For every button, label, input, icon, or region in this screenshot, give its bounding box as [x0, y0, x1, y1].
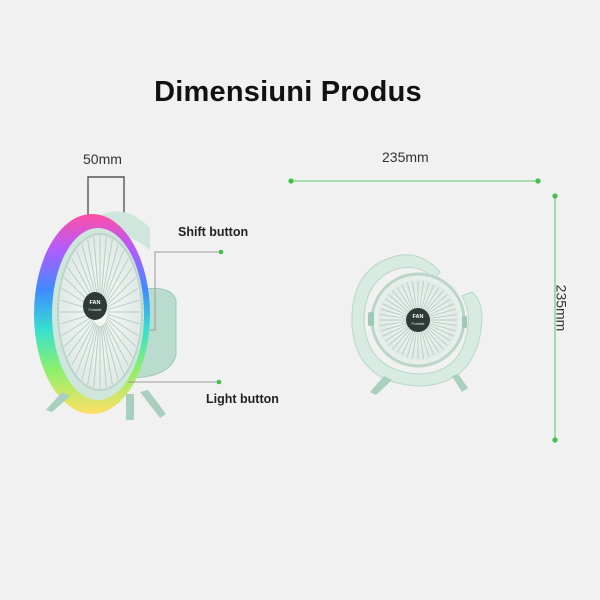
width-dimension-label: 235mm — [382, 149, 429, 165]
depth-dimension-label: 50mm — [83, 151, 122, 167]
light-button-callout: Light button — [206, 392, 279, 406]
callout-lines — [128, 249, 224, 385]
front-fan-badge-bottom: Portable — [411, 322, 424, 326]
fan-front-view: FAN Portable — [351, 254, 483, 395]
side-fan-badge-bottom: Portable — [88, 308, 101, 312]
page-title: Dimensiuni Produs — [154, 76, 422, 108]
side-fan-badge-top: FAN — [90, 300, 101, 306]
shift-button-callout: Shift button — [178, 225, 249, 239]
height-measure-line — [552, 193, 558, 443]
front-fan-badge-top: FAN — [413, 314, 424, 320]
height-dimension-label: 235mm — [553, 284, 570, 332]
width-measure-line — [288, 178, 541, 184]
fan-side-view: FAN Portable — [34, 211, 177, 420]
depth-bracket — [87, 176, 125, 215]
